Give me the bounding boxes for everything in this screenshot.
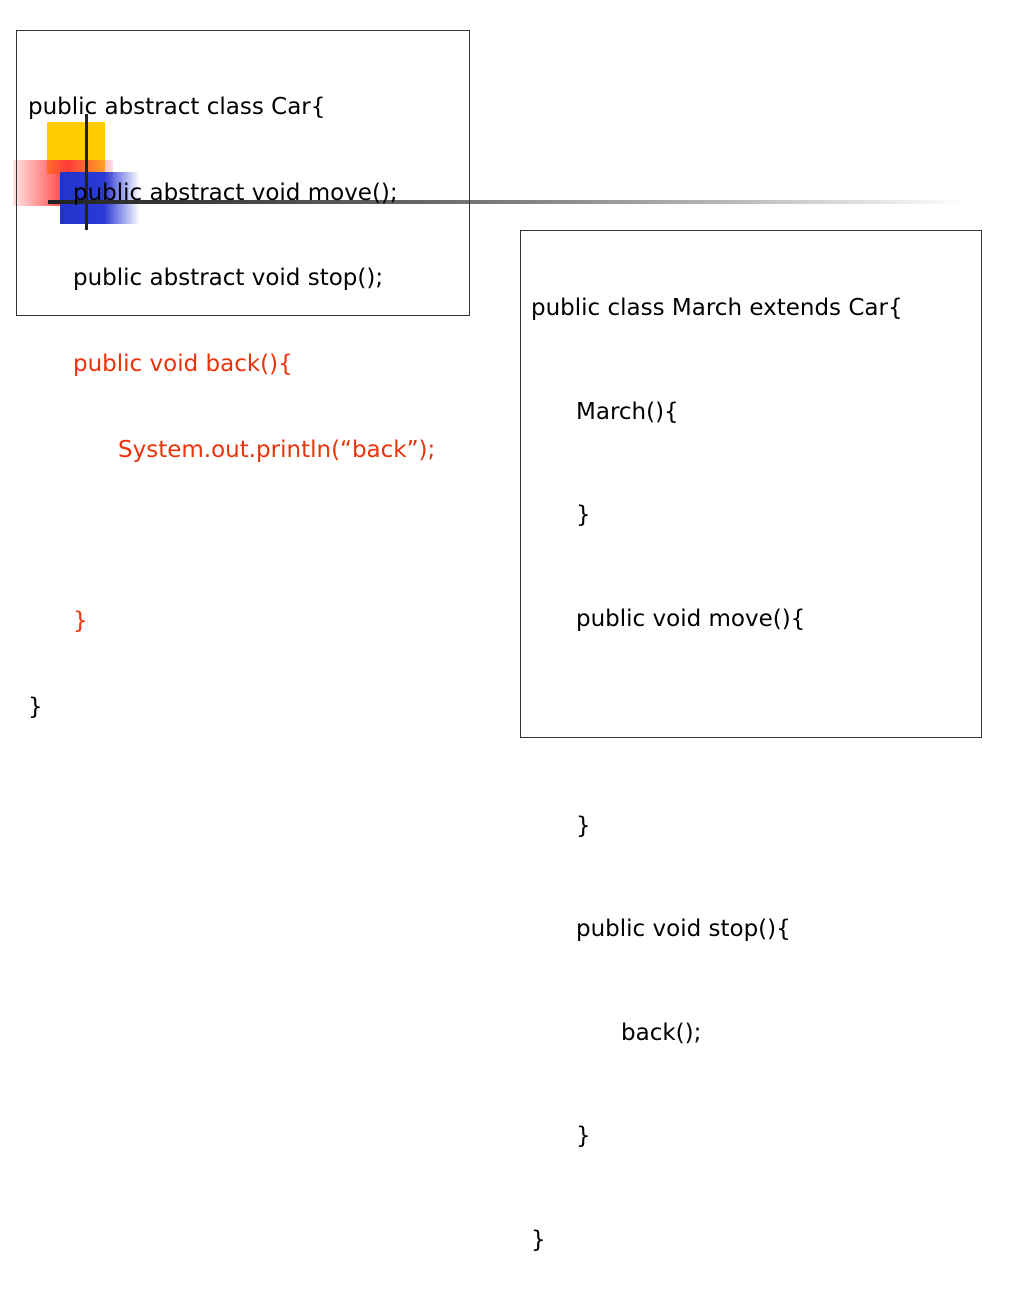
code-line: } [576, 502, 591, 528]
code-line-highlighted: } [73, 608, 88, 635]
code-line-highlighted: System.out.println(“back”); [118, 436, 436, 463]
code-line: public abstract class Car{ [28, 94, 326, 120]
code-line: public void stop(){ [576, 916, 791, 942]
code-line-blank [28, 519, 469, 553]
code-line: } [576, 1123, 591, 1149]
decorative-blue-square [60, 172, 140, 224]
code-line: public void move(){ [576, 605, 806, 632]
code-line: } [531, 1226, 546, 1253]
decorative-vertical-line [85, 114, 88, 230]
code-line: March(){ [576, 398, 679, 425]
code-line-blank [531, 705, 981, 757]
code-line: public abstract void move(); [73, 179, 398, 206]
code-line: back(); [621, 1019, 702, 1046]
code-line: public abstract void stop(); [73, 265, 384, 292]
code-line: public class March extends Car{ [531, 295, 903, 321]
code-line: } [576, 812, 591, 839]
code-line-highlighted: public void back(){ [73, 351, 293, 378]
decorative-horizontal-line [48, 200, 968, 204]
march-class-code-box: public class March extends Car{ March(){… [520, 230, 982, 1253]
car-class-code-box: public abstract class Car{ public abstra… [16, 30, 470, 720]
code-line: } [28, 693, 43, 720]
